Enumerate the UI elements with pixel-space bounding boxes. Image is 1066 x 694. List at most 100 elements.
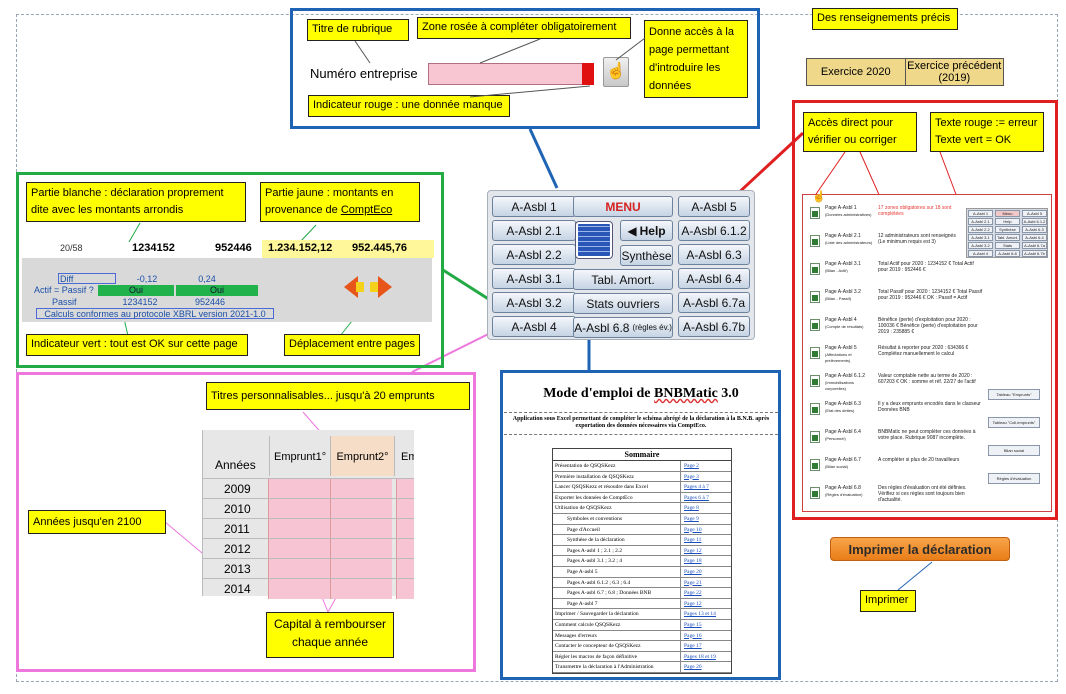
capital-cell[interactable] — [330, 479, 392, 499]
mini-menu-button[interactable]: A-Asbl 6.7b — [1022, 250, 1047, 257]
row-excel-icon[interactable] — [810, 319, 820, 331]
prev-page-arrow-icon[interactable] — [344, 276, 358, 298]
row-excel-icon[interactable] — [810, 459, 820, 471]
toc-page-link[interactable]: Page 9 — [684, 515, 699, 522]
mini-menu-button[interactable]: A-Asbl 6.1.2 — [1022, 218, 1047, 225]
toc-page-link[interactable]: Pages 13 et 14 — [684, 611, 716, 618]
nav-button-asbl-6-1-2[interactable]: A-Asbl 6.1.2 — [678, 220, 750, 241]
side-action-button[interactable]: Tableau "Emprunts" — [988, 389, 1040, 400]
capital-cell[interactable] — [268, 579, 330, 599]
capital-cell[interactable] — [396, 499, 414, 519]
toc-page-link[interactable]: Page 3 — [684, 473, 699, 480]
capital-cell[interactable] — [396, 479, 414, 499]
toc-page-link[interactable]: Page 12 — [684, 547, 702, 554]
nav-button-asbl-6-7a[interactable]: A-Asbl 6.7a — [678, 292, 750, 313]
capital-cell[interactable] — [396, 519, 414, 539]
toc-page-link[interactable]: Pages 6 à 7 — [684, 494, 709, 501]
nav-button-asbl-1[interactable]: A-Asbl 1 — [492, 196, 576, 217]
capital-cell[interactable] — [330, 579, 392, 599]
toc-page-link[interactable]: Page 2 — [684, 463, 699, 469]
mini-menu-button[interactable]: Stats ouvriers — [995, 242, 1020, 254]
mini-menu-button[interactable]: A-Asbl 6.4 — [1022, 234, 1047, 241]
tabl-amort-button[interactable]: Tabl. Amort. — [573, 269, 673, 290]
toc-page-link[interactable]: Page 11 — [684, 537, 702, 544]
capital-cell[interactable] — [396, 579, 414, 599]
row-excel-icon[interactable] — [810, 487, 820, 499]
nav-button-asbl-5[interactable]: A-Asbl 5 — [678, 196, 750, 217]
toc-page-link[interactable]: Page 21 — [684, 579, 702, 586]
toc-page-link[interactable]: Page 20 — [684, 664, 702, 671]
menu-button[interactable]: MENU — [573, 196, 673, 217]
toc-page-link[interactable]: Page 12 — [684, 600, 702, 607]
nav-button-asbl-6-8[interactable]: A-Asbl 6.8(règles év.) — [573, 317, 673, 338]
nav-button-asbl-4[interactable]: A-Asbl 4 — [492, 316, 576, 337]
mini-menu-button[interactable]: A-Asbl 3.2 — [968, 242, 993, 249]
row-excel-icon[interactable] — [810, 291, 820, 303]
mini-menu-button[interactable]: A-Asbl 5 — [1022, 210, 1047, 217]
mini-menu-button[interactable]: Synthèse — [995, 226, 1020, 233]
capital-cell[interactable] — [396, 559, 414, 579]
capital-cell[interactable] — [330, 539, 392, 559]
toc-page-link[interactable]: Page 18 — [684, 558, 702, 565]
nav-button-asbl-2-2[interactable]: A-Asbl 2.2 — [492, 244, 576, 265]
mini-menu-button[interactable]: A-Asbl 4 — [968, 250, 993, 257]
side-action-button[interactable]: Bilan social — [988, 445, 1040, 456]
capital-cell[interactable] — [268, 499, 330, 519]
capital-cell[interactable] — [330, 499, 392, 519]
row-excel-icon[interactable] — [810, 263, 820, 275]
print-declaration-button[interactable]: Imprimer la déclaration — [830, 537, 1010, 561]
toc-page-link[interactable]: Page 20 — [684, 568, 702, 575]
row-excel-icon[interactable] — [810, 347, 820, 359]
capital-cell[interactable] — [268, 479, 330, 499]
hand-icon-small[interactable]: ☝ — [812, 191, 826, 203]
mini-menu-button[interactable]: A-Asbl 1 — [968, 210, 993, 217]
capital-cell[interactable] — [396, 539, 414, 559]
next-page-arrow-icon[interactable] — [378, 276, 392, 298]
row-excel-icon[interactable] — [810, 403, 820, 415]
side-action-button[interactable]: Tableau "Coll.emprunts" — [988, 417, 1040, 428]
toc-page-link[interactable]: Page 17 — [684, 643, 702, 650]
toc-page-link[interactable]: Page 8 — [684, 505, 699, 512]
mini-menu-button[interactable]: A-Asbl 6.7a — [1022, 242, 1047, 249]
mini-menu-button[interactable]: Help — [995, 218, 1020, 225]
row-excel-icon[interactable] — [810, 375, 820, 387]
capital-cell[interactable] — [268, 519, 330, 539]
toc-page-link[interactable]: Page 10 — [684, 526, 702, 533]
mini-menu-button[interactable]: A-Asbl 6.8 — [995, 250, 1020, 257]
toc-page-link[interactable]: Page 22 — [684, 590, 702, 597]
capital-cell[interactable] — [268, 559, 330, 579]
nav-button-asbl-6-4[interactable]: A-Asbl 6.4 — [678, 268, 750, 289]
row-excel-icon[interactable] — [810, 207, 820, 219]
nav-button-asbl-2-1[interactable]: A-Asbl 2.1 — [492, 220, 576, 241]
row-excel-icon[interactable] — [810, 235, 820, 247]
side-action-button[interactable]: Règles d'évaluation — [988, 473, 1040, 484]
synthese-button[interactable]: Synthèse — [620, 245, 673, 266]
nav-button-asbl-3-1[interactable]: A-Asbl 3.1 — [492, 268, 576, 289]
toc-page-link[interactable]: Page 16 — [684, 632, 702, 639]
mini-menu-button[interactable]: A-Asbl 6.3 — [1022, 226, 1047, 233]
mini-menu-button[interactable]: A-Asbl 2.2 — [968, 226, 993, 233]
mini-menu-button[interactable]: A-Asbl 3.1 — [968, 234, 993, 241]
toc-page-link[interactable]: Page 15 — [684, 621, 702, 628]
nav-button-asbl-3-2[interactable]: A-Asbl 3.2 — [492, 292, 576, 313]
toc-page-link[interactable]: Pages 4 à 7 — [684, 484, 709, 491]
nav-button-asbl-6-7b[interactable]: A-Asbl 6.7b — [678, 316, 750, 337]
